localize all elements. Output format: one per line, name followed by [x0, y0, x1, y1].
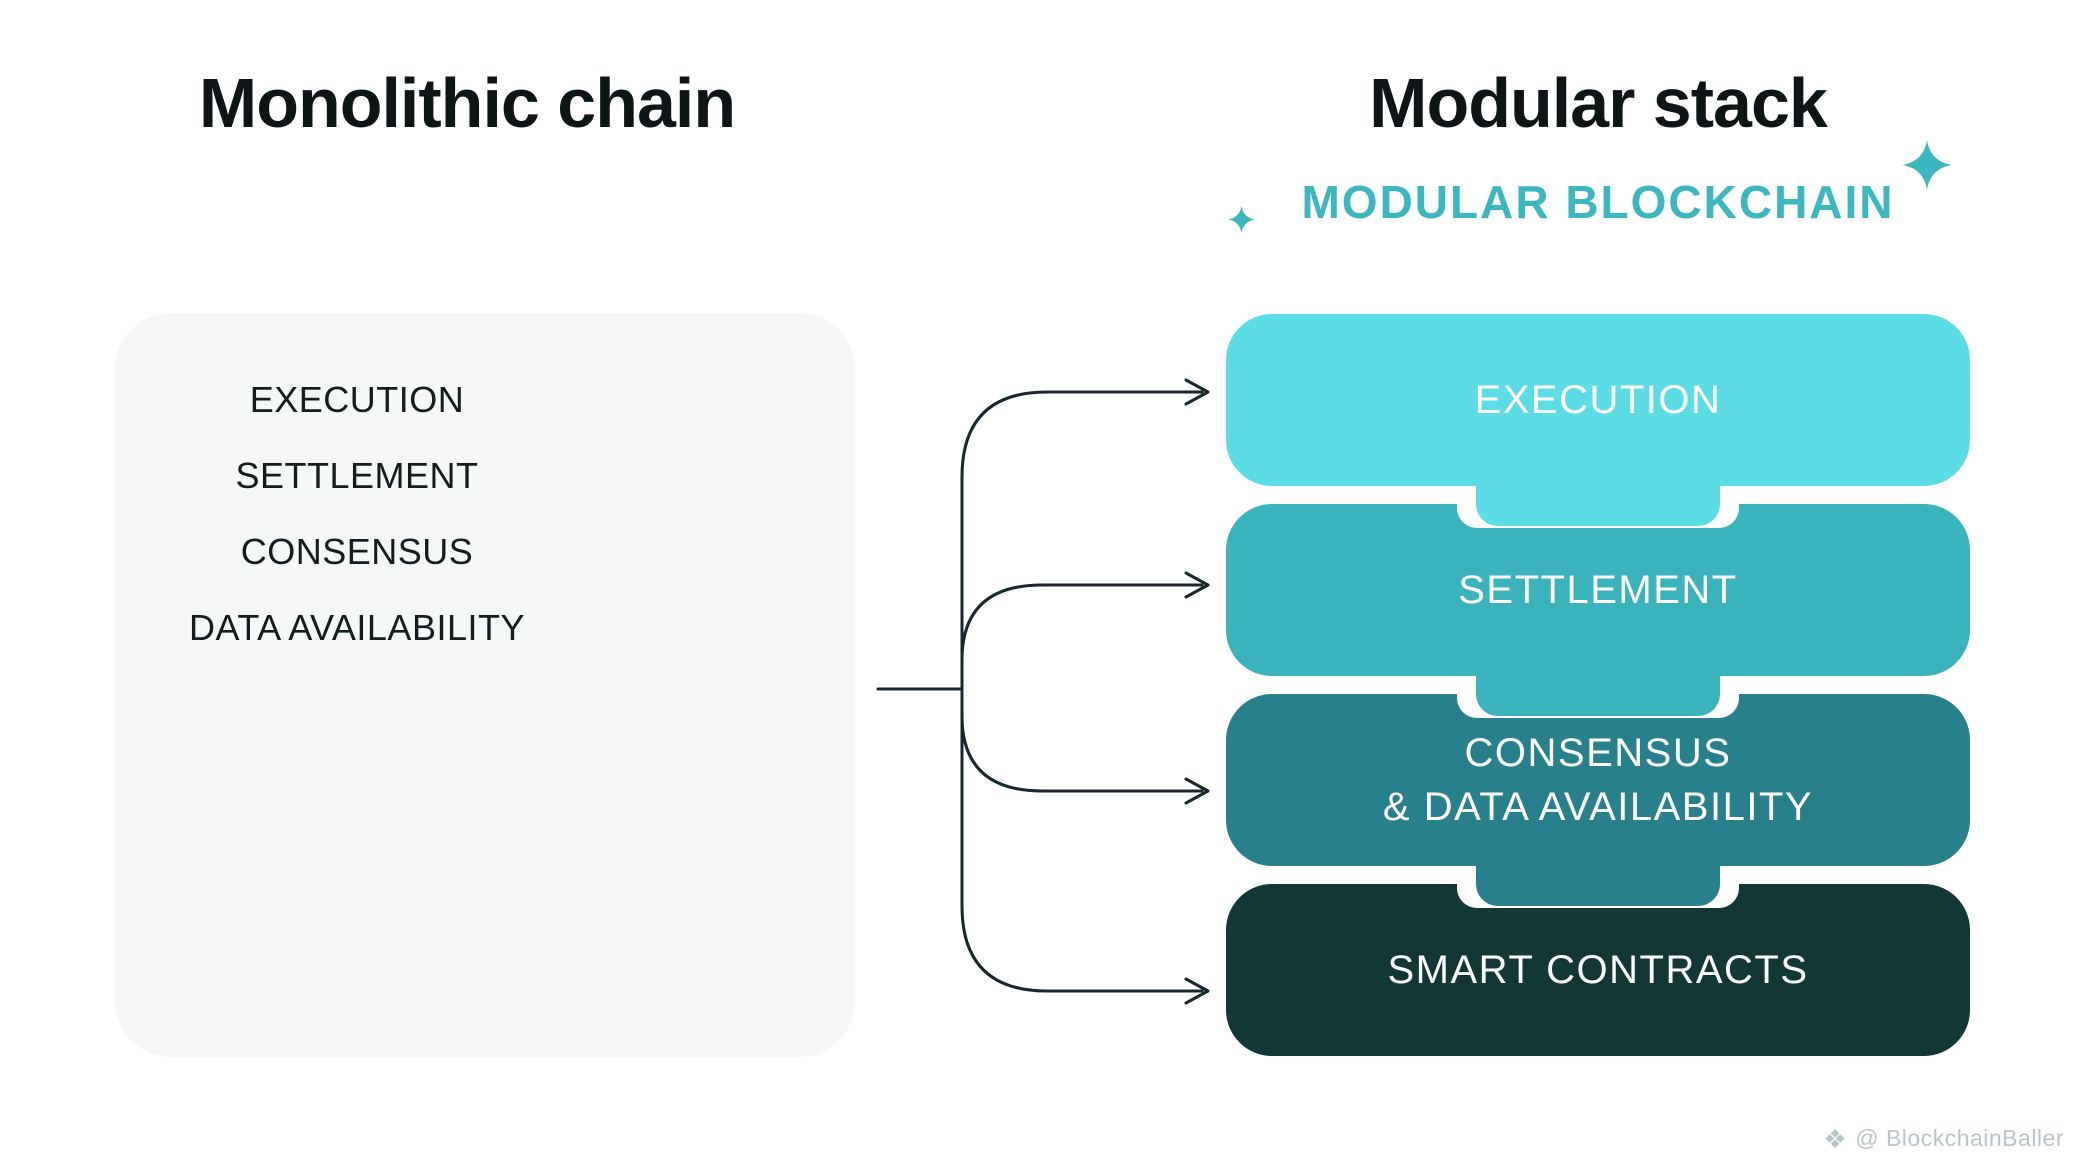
- gem-logo-icon: ❖: [1823, 1123, 1848, 1154]
- arrowhead-icon: [1184, 571, 1210, 599]
- monolithic-layer-settlement: SETTLEMENT: [235, 455, 479, 496]
- stack-layer-label: SMART CONTRACTS: [1387, 948, 1809, 992]
- monolithic-layer-data-availability: DATA AVAILABILITY: [189, 607, 525, 648]
- arrowhead-icon: [1184, 777, 1210, 805]
- watermark-handle: @ BlockchainBaller: [1855, 1125, 2064, 1151]
- watermark: ❖ @ BlockchainBaller: [1823, 1125, 2064, 1152]
- arrow-to-smart-contracts: [960, 714, 1204, 993]
- monolithic-layer-list: EXECUTION SETTLEMENT CONSENSUS DATA AVAI…: [177, 362, 537, 666]
- puzzle-tab: [1476, 672, 1720, 716]
- arrow-to-settlement: [960, 583, 1204, 662]
- sparkle-icon: [1902, 140, 1952, 190]
- monolithic-chain-panel: EXECUTION SETTLEMENT CONSENSUS DATA AVAI…: [115, 313, 855, 1057]
- stack-layer-label: SETTLEMENT: [1458, 568, 1738, 612]
- stack-layer-label: CONSENSUS: [1464, 731, 1732, 775]
- stack-layer-execution: EXECUTION: [1226, 314, 1970, 526]
- monolithic-layer-consensus: CONSENSUS: [240, 531, 474, 572]
- stack-layer-label: EXECUTION: [1474, 378, 1722, 422]
- puzzle-tab: [1476, 482, 1720, 526]
- arrow-to-consensus: [960, 687, 1204, 793]
- monolithic-chain-title: Monolithic chain: [198, 64, 736, 142]
- modular-blockchain-badge: MODULAR BLOCKCHAIN: [1301, 176, 1895, 228]
- arrowhead-icon: [1184, 378, 1210, 406]
- sparkle-icon: [1228, 206, 1255, 233]
- puzzle-tab: [1476, 862, 1720, 906]
- stack-layer-smart-contracts: SMART CONTRACTS: [1226, 884, 1970, 1056]
- monolithic-layer-execution: EXECUTION: [249, 379, 465, 420]
- stack-layer-consensus-data-availability: CONSENSUS & DATA AVAILABILITY: [1226, 694, 1970, 906]
- arrowhead-icon: [1184, 977, 1210, 1005]
- stack-layer-settlement: SETTLEMENT: [1226, 504, 1970, 716]
- modular-stack-title: Modular stack: [1369, 64, 1828, 142]
- arrow-to-execution: [960, 390, 1204, 691]
- stack-layer-label: & DATA AVAILABILITY: [1382, 785, 1814, 829]
